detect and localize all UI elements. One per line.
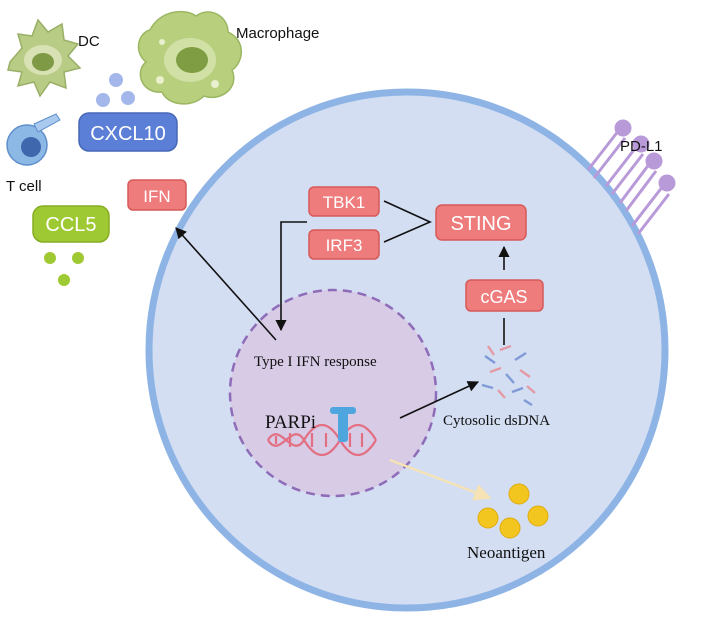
neoantigen-particles <box>477 483 549 539</box>
cxcl10-chemokine-dots <box>96 73 135 107</box>
neoantigen-label: Neoantigen <box>467 543 546 562</box>
type1-ifn-response-label: Type I IFN response <box>254 354 377 370</box>
pd-l1-receptor-icon <box>586 119 676 235</box>
ccl5-chemokine-dots <box>44 252 84 286</box>
t-cell-icon <box>6 113 61 166</box>
parpi-to-dsdna-arrow <box>399 381 480 419</box>
sting-box <box>435 204 527 241</box>
pathway-connectors <box>175 200 510 419</box>
tbk1-label: TBK1 <box>323 193 366 212</box>
ifn-box <box>127 179 187 211</box>
parpi-label: PARPi <box>265 412 316 433</box>
tbk1-irf3-sting-bracket <box>383 200 432 243</box>
t-cell-label: T cell <box>6 178 42 195</box>
parpi-inhibitor-icon <box>330 407 356 442</box>
macrophage-icon <box>137 10 242 105</box>
macrophage-label: Macrophage <box>236 25 319 42</box>
dc-label: DC <box>78 33 100 50</box>
irf3-box <box>308 229 380 260</box>
cxcl10-box <box>78 112 178 152</box>
dsdna-fragments-icon <box>481 344 536 407</box>
irf3-label: IRF3 <box>326 236 363 255</box>
tbk1-box <box>308 186 380 217</box>
dendritic-cell-icon <box>7 18 82 98</box>
sting-label: STING <box>450 213 511 235</box>
cxcl10-label: CXCL10 <box>90 123 166 145</box>
ccl5-label: CCL5 <box>45 214 96 236</box>
ccl5-box <box>32 205 110 243</box>
irf3-to-nucleus-arrow <box>275 221 307 332</box>
cgas-label: cGAS <box>480 287 527 307</box>
cgas-box <box>465 279 544 312</box>
dna-helix-icon <box>267 423 377 457</box>
dna-to-neoantigen-arrow <box>389 458 492 501</box>
ifn-label: IFN <box>143 187 170 206</box>
type1-to-ifn-arrow <box>175 227 277 341</box>
pd-l1-label: PD-L1 <box>620 138 663 155</box>
cytosolic-dsdna-label: Cytosolic dsDNA <box>443 413 550 429</box>
